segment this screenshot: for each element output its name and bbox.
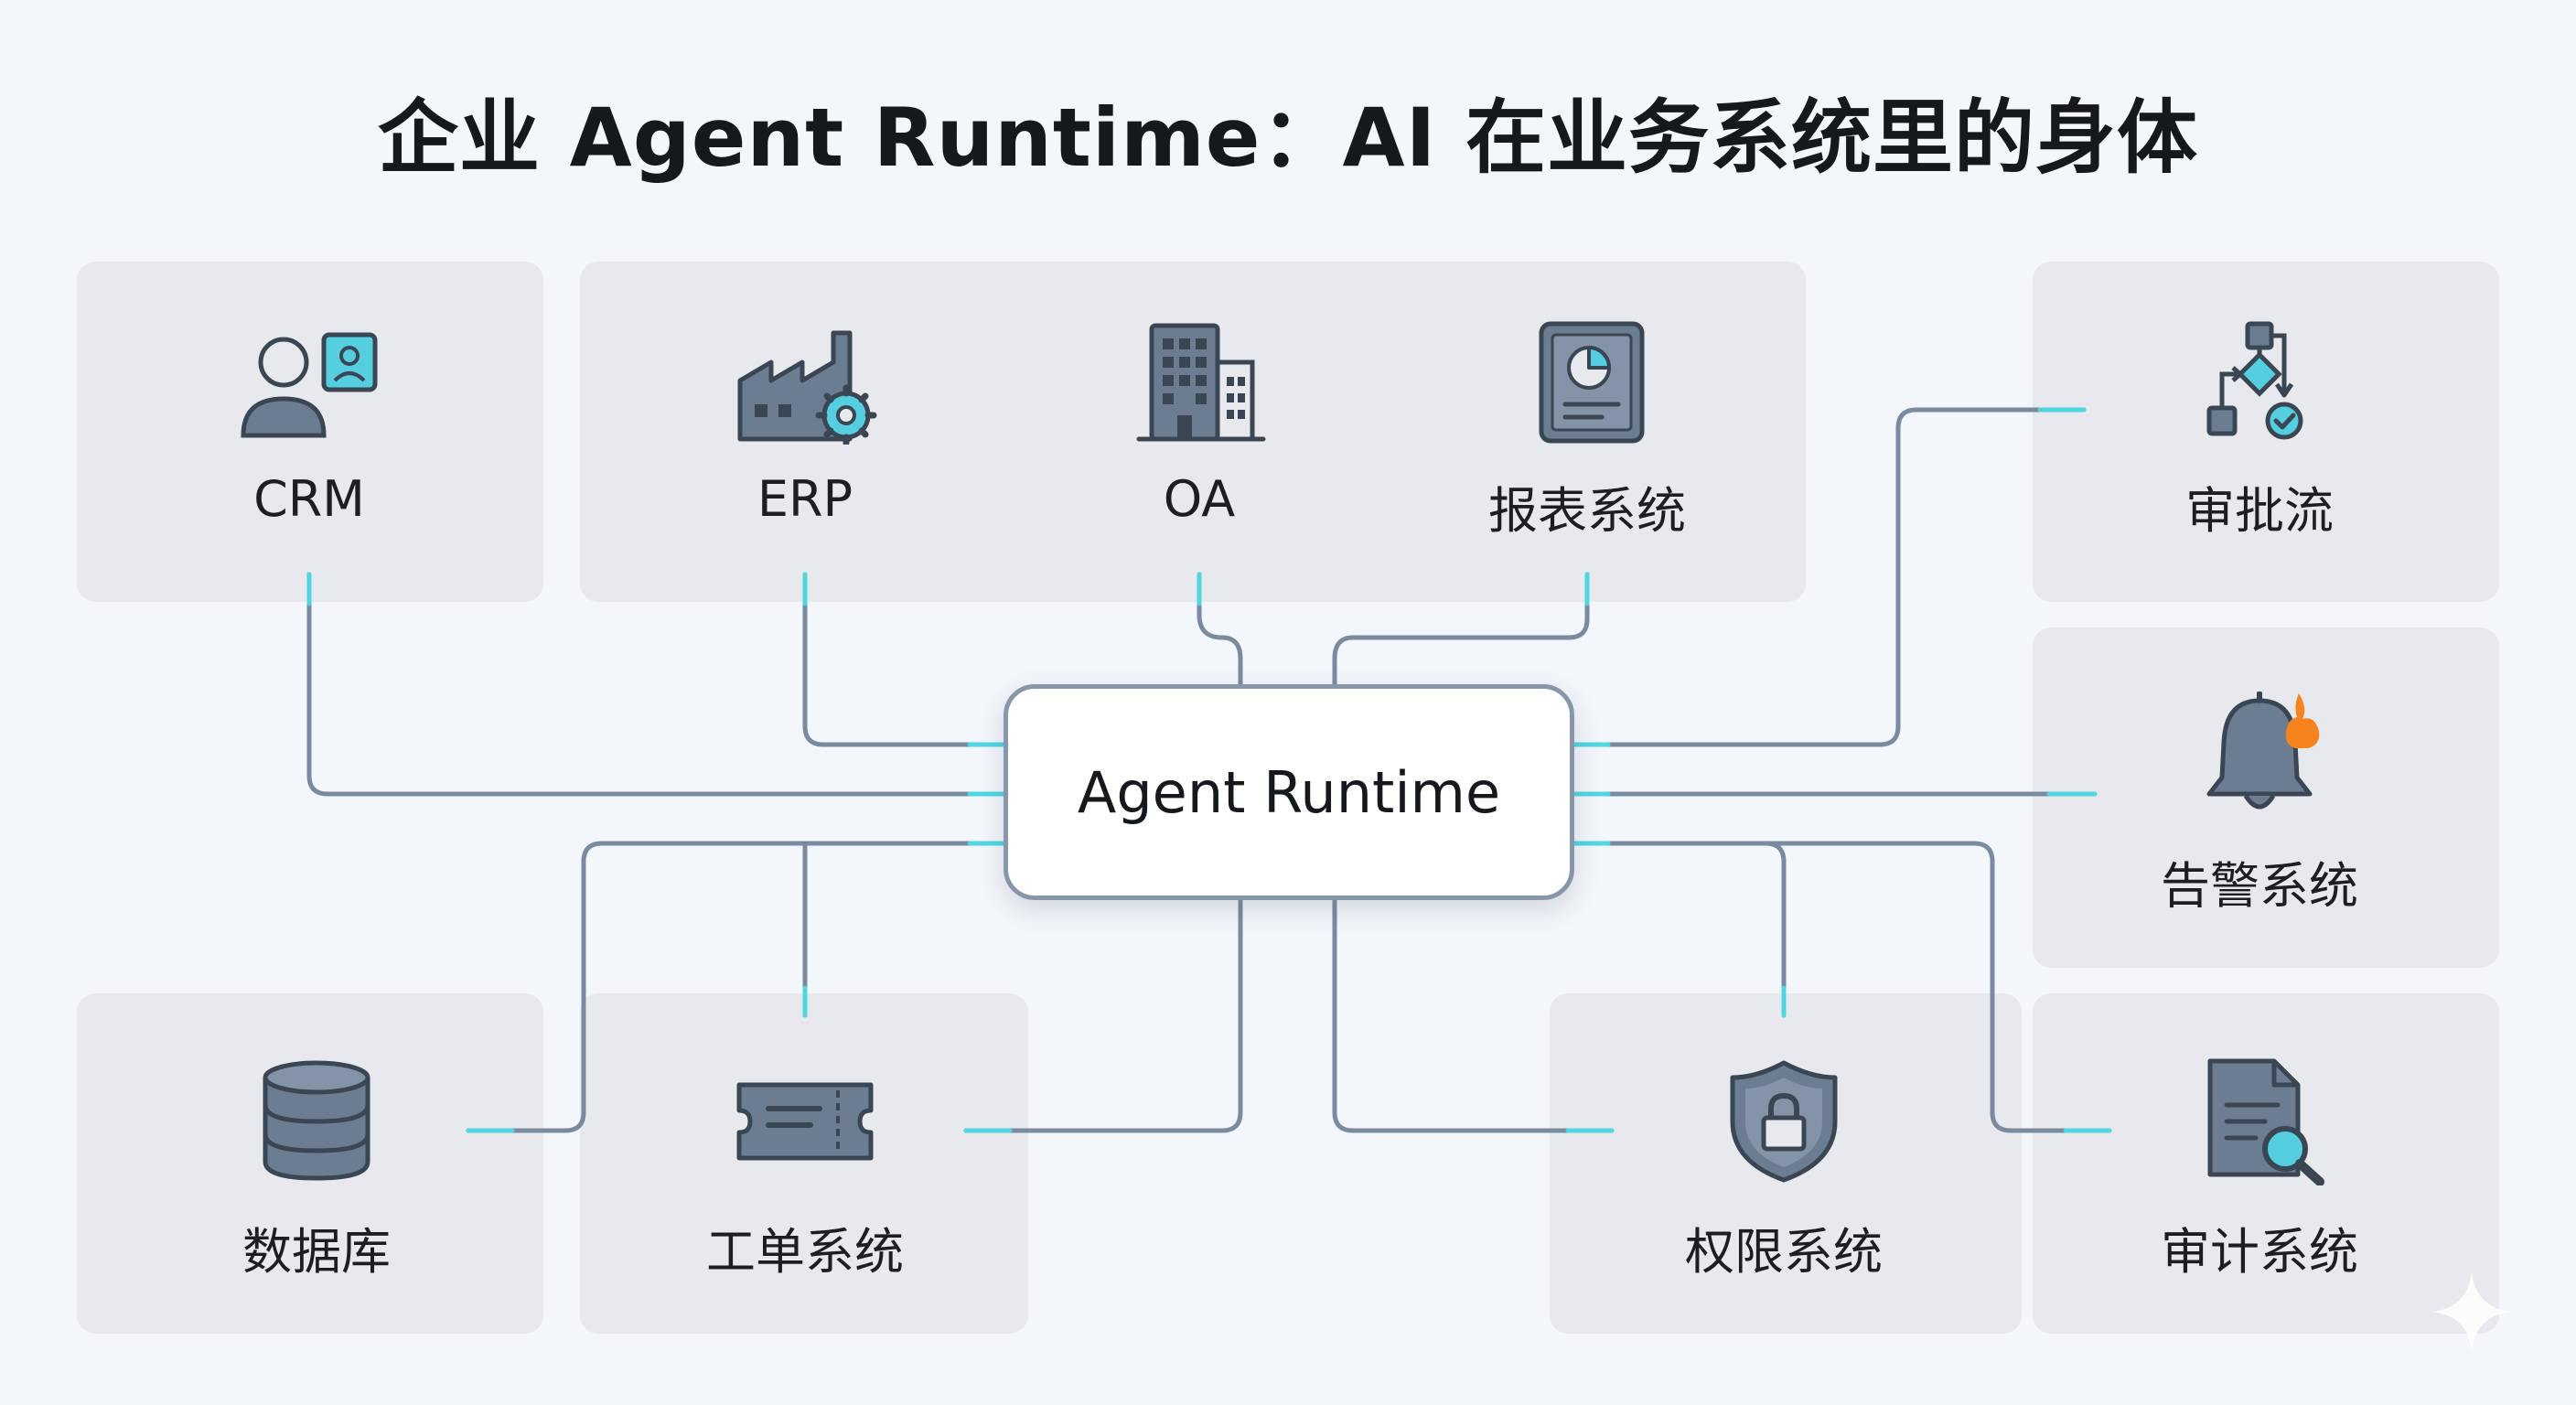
- ticket-icon: [736, 1082, 874, 1161]
- connector-permissions: [1332, 897, 1615, 1133]
- node-alerts[interactable]: 告警系统: [2122, 692, 2397, 917]
- connector-database: [466, 841, 1006, 1133]
- agent-runtime-hub[interactable]: Agent Runtime: [1004, 684, 1574, 900]
- sparkle-icon: [2431, 1271, 2512, 1352]
- connector-erp: [802, 572, 1006, 747]
- page-title: 企业 Agent Runtime：AI 在业务系统里的身体: [378, 91, 2198, 185]
- connector-crm: [306, 572, 1006, 797]
- node-label-permissions: 权限系统: [1685, 1223, 1883, 1281]
- node-label-database: 数据库: [242, 1223, 391, 1281]
- node-label-crm: CRM: [253, 470, 365, 528]
- node-erp[interactable]: ERP: [668, 320, 942, 528]
- node-reports[interactable]: 报表系统: [1450, 320, 1724, 542]
- customer-contacts-icon: [241, 332, 378, 438]
- node-label-oa: OA: [1163, 470, 1236, 528]
- node-database[interactable]: 数据库: [179, 1057, 454, 1283]
- node-crm[interactable]: CRM: [172, 326, 446, 528]
- connector-oa: [1197, 572, 1243, 687]
- node-tickets[interactable]: 工单系统: [668, 1057, 942, 1283]
- connector-permissions-2: [1572, 841, 1787, 1018]
- report-pie-chart-icon: [1539, 321, 1645, 444]
- bell-alert-icon: [2206, 692, 2320, 810]
- connector-tickets-2: [963, 897, 1243, 1133]
- factory-gear-icon: [737, 330, 877, 445]
- panel-tickets: [580, 993, 1028, 1334]
- connector-reports: [1332, 572, 1590, 687]
- node-label-audit: 审计系统: [2161, 1223, 2358, 1281]
- node-label-tickets: 工单系统: [706, 1223, 904, 1281]
- database-icon: [263, 1060, 370, 1181]
- node-audit[interactable]: 审计系统: [2122, 1057, 2397, 1283]
- node-label-erp: ERP: [757, 470, 853, 528]
- connector-audit: [1572, 841, 2112, 1133]
- office-buildings-icon: [1136, 323, 1266, 442]
- node-label-approval: 审批流: [2185, 482, 2334, 540]
- node-approval[interactable]: 审批流: [2122, 320, 2397, 542]
- node-label-reports: 报表系统: [1488, 482, 1686, 540]
- hub-label: Agent Runtime: [1077, 758, 1501, 826]
- connector-approval: [1572, 407, 2087, 747]
- shield-lock-icon: [1730, 1060, 1838, 1183]
- panel-approval: [2033, 262, 2499, 602]
- node-oa[interactable]: OA: [1062, 320, 1336, 528]
- document-search-icon: [2207, 1058, 2324, 1185]
- node-label-alerts: 告警系统: [2161, 857, 2358, 915]
- node-permissions[interactable]: 权限系统: [1647, 1057, 1921, 1283]
- workflow-check-icon: [2206, 321, 2303, 440]
